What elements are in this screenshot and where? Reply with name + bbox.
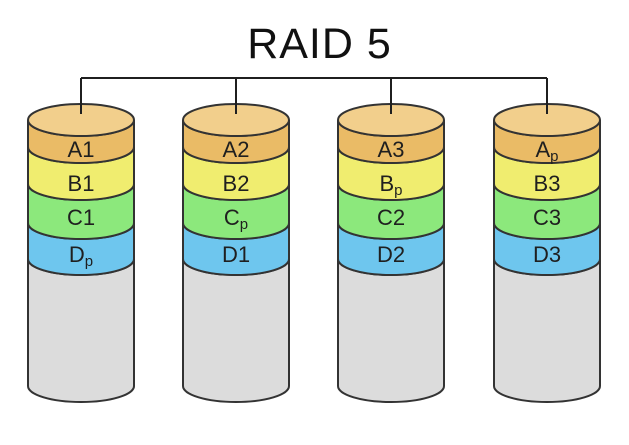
- disk-2-stripe-4-label: D1: [222, 242, 250, 267]
- disk-2-body: [182, 258, 290, 403]
- disk-3-stripe-4-label: D2: [377, 242, 405, 267]
- disk-4-stripe-1-label: Ap: [535, 137, 558, 165]
- diagram-title: RAID 5: [247, 20, 392, 68]
- disk-1-stripe-3-label: C1: [67, 205, 95, 230]
- disk-1-stripe-1-label: A1: [68, 137, 95, 162]
- disk-4-stripe-4-label: D3: [533, 242, 561, 267]
- disk-2-stripe-2-label: B2: [223, 171, 250, 196]
- disk-1-body: [27, 258, 135, 403]
- disk-2-stripe-3-label: Cp: [224, 205, 248, 233]
- disk-3-body: [337, 258, 445, 403]
- disk-3-stripe-1-label: A3: [378, 137, 405, 162]
- disk-1-stripe-2-label: B1: [68, 171, 95, 196]
- disk-3-stripe-3-label: C2: [377, 205, 405, 230]
- disk-2-stripe-1-label: A2: [223, 137, 250, 162]
- disk-3-stripe-2-label: Bp: [379, 171, 402, 199]
- disk-4-stripe-3-label: C3: [533, 205, 561, 230]
- disk-1-stripe-4-label: Dp: [69, 242, 93, 270]
- disk-4-stripe-2-label: B3: [534, 171, 561, 196]
- disk-4-body: [493, 258, 601, 403]
